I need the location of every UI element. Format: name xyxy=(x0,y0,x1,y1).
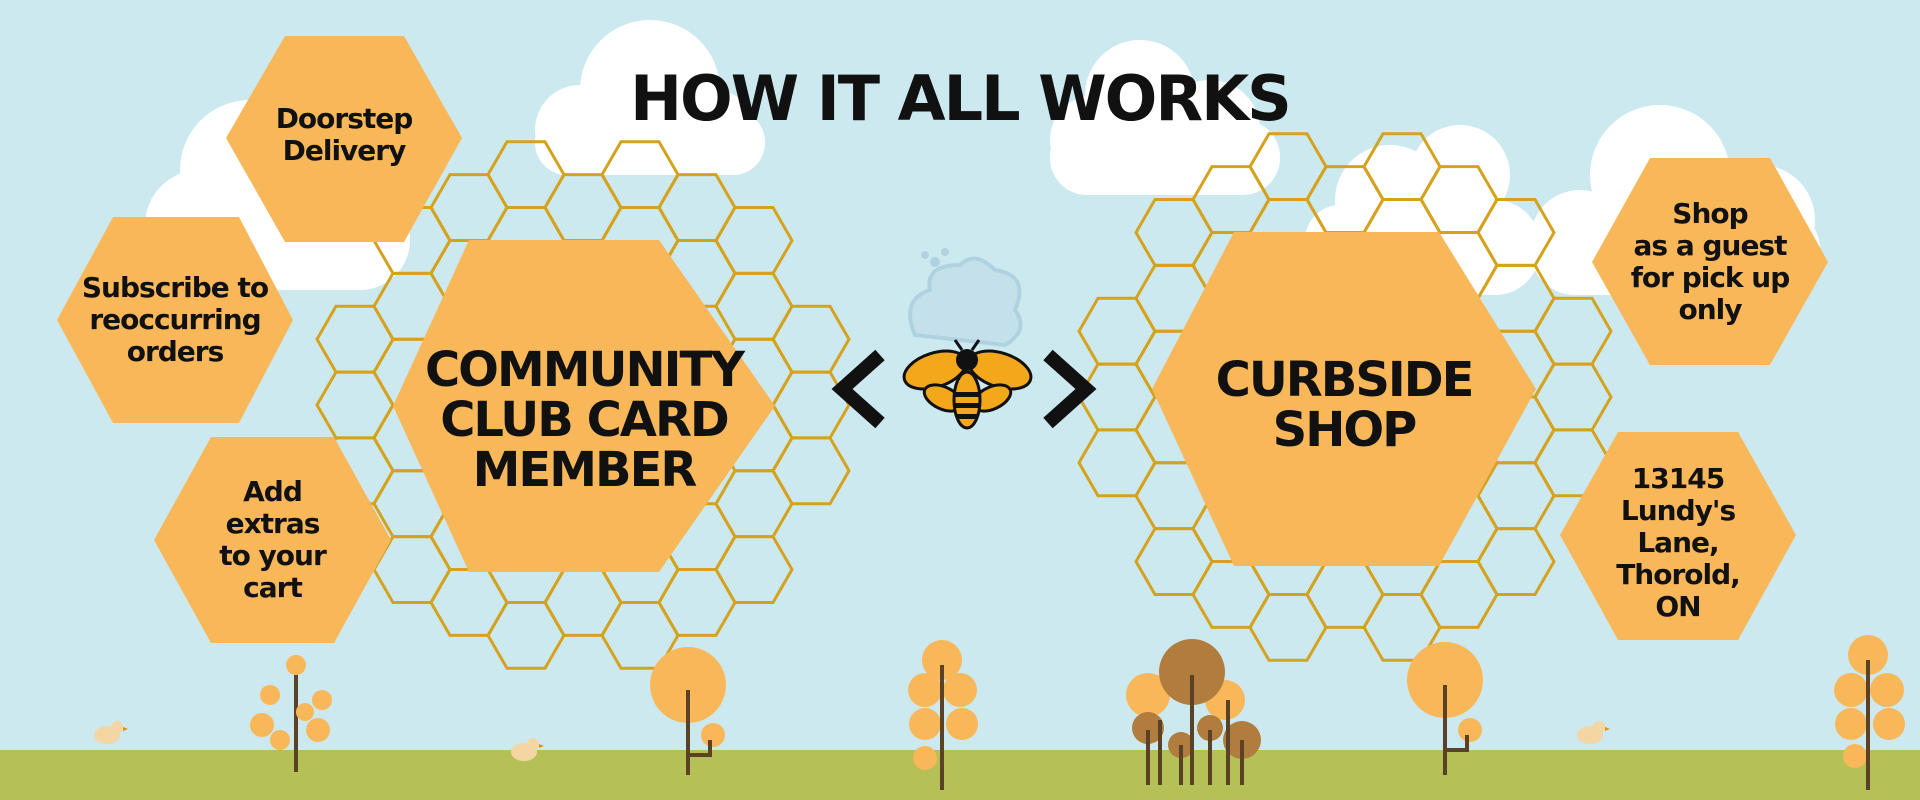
honeycomb-cell xyxy=(429,568,509,637)
honeycomb-cell xyxy=(714,535,794,604)
tree-icon xyxy=(1834,635,1905,790)
honeycomb-cell xyxy=(1134,198,1214,267)
honeycomb-cell xyxy=(771,436,851,506)
page-title: HOW IT ALL WORKS xyxy=(630,62,1292,135)
honeycomb-cell xyxy=(1077,428,1157,498)
honeycomb-cell xyxy=(771,370,851,440)
option-guest-pickup: Shop as a guest for pick up only xyxy=(1630,197,1791,326)
main-label-community-club: COMMUNITY CLUB CARD MEMBER xyxy=(424,342,745,498)
cloud-icon xyxy=(908,248,1023,348)
honeycomb-cell xyxy=(657,173,737,242)
honeycomb-cell xyxy=(714,271,794,341)
option-hex-guest xyxy=(1592,158,1828,365)
tree-icon xyxy=(908,640,978,790)
honeycomb-cell xyxy=(1248,593,1328,662)
honeycomb-cell xyxy=(1476,527,1556,596)
bird-icon xyxy=(511,738,544,761)
cloud-icon xyxy=(1050,40,1280,195)
honeycomb-cell xyxy=(1191,560,1271,629)
chevron-left-icon xyxy=(831,349,885,429)
honeycomb-cell xyxy=(1305,560,1385,629)
honeycomb-cell xyxy=(1419,560,1499,629)
option-doorstep-delivery: Doorstep Delivery xyxy=(275,102,414,167)
main-label-curbside-shop: CURBSIDE SHOP xyxy=(1215,352,1475,458)
honeycomb-cell xyxy=(315,370,395,440)
bird-icon xyxy=(94,721,128,744)
option-hex-address xyxy=(1560,432,1796,640)
option-address: 13145 Lundy's Lane, Thorold, ON xyxy=(1616,462,1741,623)
honeycomb-cell xyxy=(315,304,395,374)
bird-icon xyxy=(1577,721,1610,744)
bee-icon xyxy=(902,339,1033,430)
honeycomb-cell xyxy=(714,206,794,275)
option-hex-extras xyxy=(154,437,391,643)
honeycomb-cell xyxy=(771,304,851,374)
honeycomb-cell xyxy=(543,173,623,242)
honeycomb-cell xyxy=(1077,296,1157,366)
honeycomb-cell xyxy=(657,568,737,637)
tree-icon xyxy=(1407,642,1483,775)
honeycomb-cell xyxy=(543,568,623,637)
honeycomb-cell xyxy=(1533,362,1613,432)
honeycomb-cell xyxy=(1134,527,1214,596)
main-hex-left xyxy=(393,240,775,572)
honeycomb-cell xyxy=(1077,362,1157,432)
option-hex-doorstep xyxy=(226,36,462,242)
tree-icon xyxy=(650,647,726,775)
main-hex-right xyxy=(1152,232,1536,566)
ground xyxy=(0,750,1920,800)
tree-icon xyxy=(1126,639,1261,785)
option-subscribe: Subscribe to reoccurring orders xyxy=(81,271,269,368)
honeycomb-cell xyxy=(486,601,566,670)
tree-icon xyxy=(250,655,332,772)
option-add-extras: Add extras to your cart xyxy=(219,475,327,604)
option-hex-subscribe xyxy=(57,217,293,423)
chevron-right-icon xyxy=(1043,349,1097,429)
